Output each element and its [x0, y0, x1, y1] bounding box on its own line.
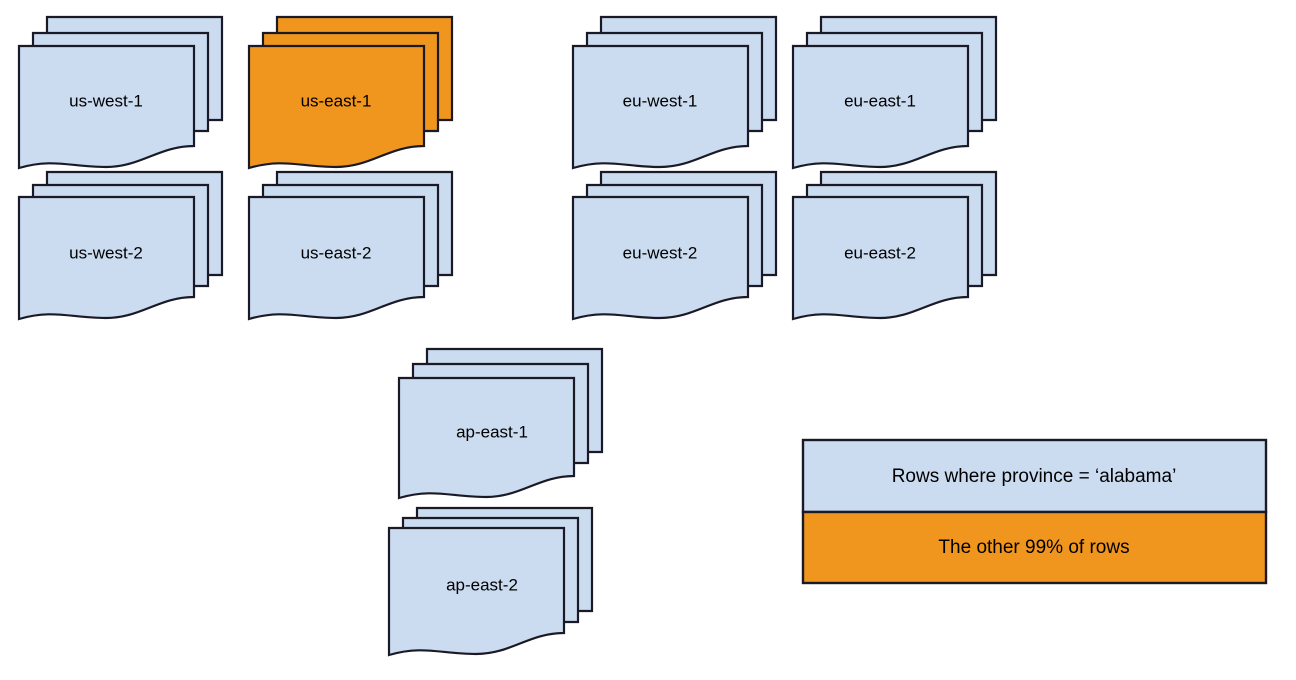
doc-group-eu-east-2[interactable]: eu-east-2	[791, 170, 998, 321]
doc-group-label: ap-east-1	[456, 422, 528, 441]
doc-group-us-west-1[interactable]: us-west-1	[17, 15, 224, 170]
doc-sheet-front	[791, 195, 970, 321]
legend-swatch-highlight	[801, 510, 1268, 585]
legend-label-highlight: The other 99% of rows	[938, 537, 1129, 558]
doc-group-label: us-west-1	[69, 91, 143, 110]
doc-group-ap-east-1[interactable]: ap-east-1	[397, 347, 604, 500]
doc-sheet-front	[387, 526, 566, 657]
legend: Rows where province = ‘alabama’ The othe…	[801, 438, 1268, 585]
doc-group-eu-east-1[interactable]: eu-east-1	[791, 15, 998, 170]
doc-sheet-front	[571, 195, 750, 321]
doc-group-label: us-east-1	[301, 91, 372, 110]
doc-sheet-front	[397, 376, 576, 500]
doc-sheet-front	[17, 195, 196, 321]
doc-group-us-east-2[interactable]: us-east-2	[247, 170, 454, 321]
doc-group-label: us-east-2	[301, 243, 372, 262]
doc-group-label: ap-east-2	[446, 575, 518, 594]
doc-group-us-west-2[interactable]: us-west-2	[17, 170, 224, 321]
doc-group-eu-west-1[interactable]: eu-west-1	[571, 15, 778, 170]
doc-group-label: eu-west-2	[623, 243, 698, 262]
doc-sheet-front	[17, 44, 196, 170]
legend-label-normal: Rows where province = ‘alabama’	[892, 466, 1177, 487]
doc-group-eu-west-2[interactable]: eu-west-2	[571, 170, 778, 321]
doc-group-label: eu-east-1	[844, 91, 916, 110]
doc-group-label: eu-west-1	[623, 91, 698, 110]
doc-group-label: eu-east-2	[844, 243, 916, 262]
doc-sheet-front	[791, 44, 970, 170]
doc-sheet-front	[247, 195, 426, 321]
doc-group-ap-east-2[interactable]: ap-east-2	[387, 506, 594, 657]
doc-group-label: us-west-2	[69, 243, 143, 262]
doc-group-us-east-1[interactable]: us-east-1	[247, 15, 454, 170]
doc-sheet-front	[571, 44, 750, 170]
doc-sheet-front	[247, 44, 426, 170]
